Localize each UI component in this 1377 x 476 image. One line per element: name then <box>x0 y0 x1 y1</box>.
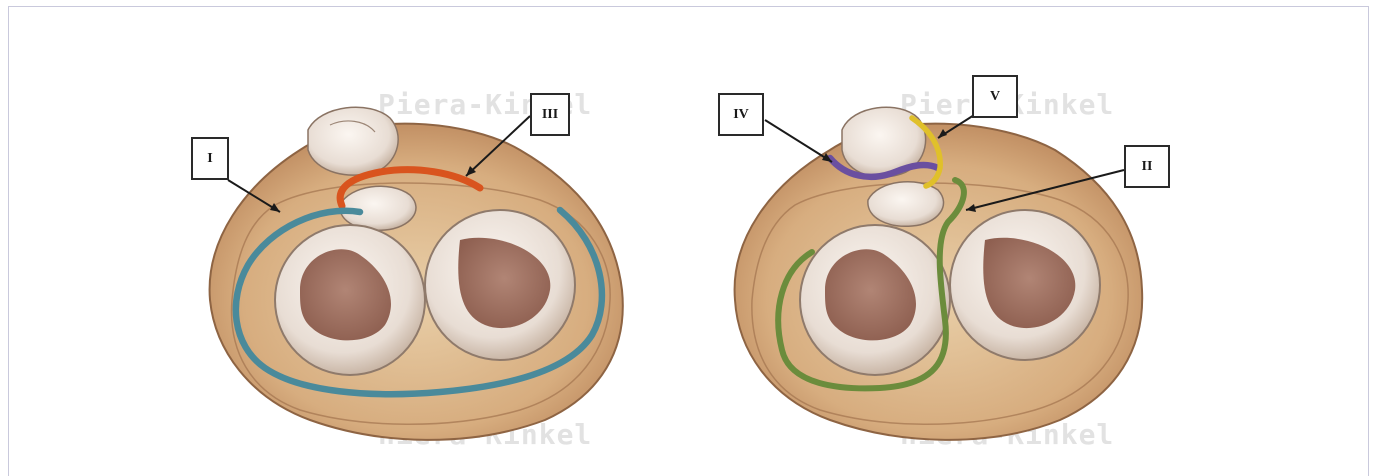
right-heart <box>735 107 1143 440</box>
label-I: I <box>191 137 229 180</box>
leader-line-IV <box>765 120 832 162</box>
left-heart <box>210 107 623 440</box>
label-III: III <box>530 93 570 136</box>
label-II: II <box>1124 145 1170 188</box>
label-IV: IV <box>718 93 764 136</box>
left-aortic-root <box>308 107 398 175</box>
label-V: V <box>972 75 1018 118</box>
